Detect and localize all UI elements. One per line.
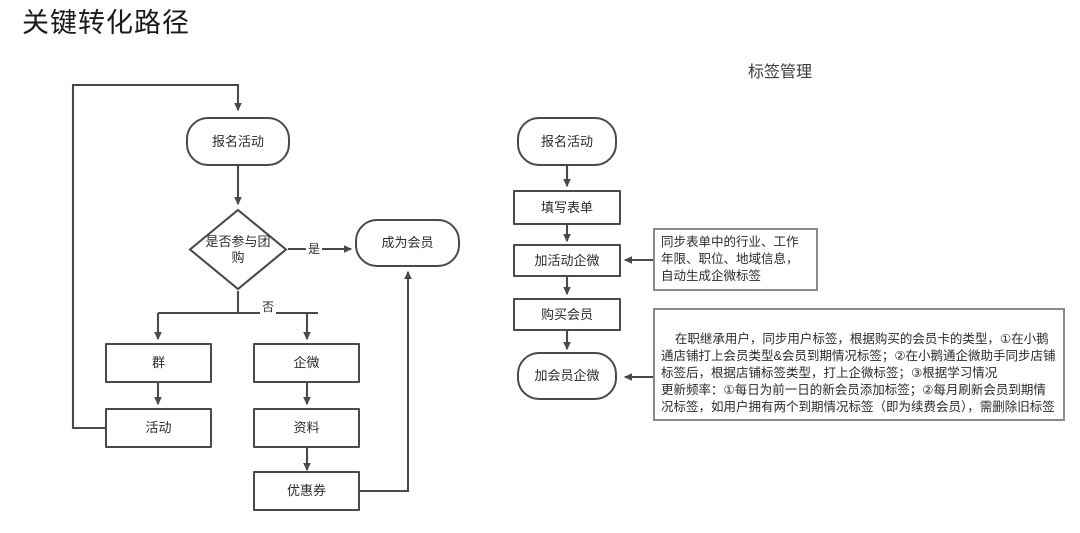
node-label: 填写表单 xyxy=(540,199,593,215)
diamond-shape xyxy=(188,208,288,291)
node-right-buy-membership[interactable]: 购买会员 xyxy=(513,298,621,331)
note-form-tags: 同步表单中的行业、工作年限、职位、地域信息，自动生成企微标签 xyxy=(653,228,818,291)
node-label: 群 xyxy=(151,355,165,370)
node-left-qiwei[interactable]: 企微 xyxy=(253,343,360,383)
note-text: 在职继承用户，同步用户标签，根据购买的会员卡的类型，①在小鹅通店铺打上会员类型&… xyxy=(661,332,1056,414)
edge-coupon-to-member xyxy=(360,270,412,493)
node-label: 活动 xyxy=(145,420,172,435)
node-label: 报名活动 xyxy=(540,133,593,149)
node-label: 优惠券 xyxy=(286,483,326,498)
node-left-group[interactable]: 群 xyxy=(105,343,212,383)
note-member-tags: 在职继承用户，同步用户标签，根据购买的会员卡的类型，①在小鹅通店铺打上会员类型&… xyxy=(653,308,1065,421)
note-text: 同步表单中的行业、工作年限、职位、地域信息，自动生成企微标签 xyxy=(661,235,799,283)
node-left-decision[interactable]: 是否参与团购 xyxy=(188,208,288,291)
node-left-material[interactable]: 资料 xyxy=(253,408,360,448)
node-label: 购买会员 xyxy=(540,306,593,322)
node-label: 是否参与团购 xyxy=(205,233,271,265)
edge-label-yes: 是 xyxy=(306,242,323,256)
node-right-add-member-qiwei[interactable]: 加会员企微 xyxy=(517,352,617,400)
edge-label-no: 否 xyxy=(260,300,277,314)
node-label: 加会员企微 xyxy=(534,368,600,383)
node-label: 成为会员 xyxy=(381,235,434,250)
node-label: 加活动企微 xyxy=(534,252,600,268)
page-title: 关键转化路径 xyxy=(22,8,190,38)
node-label: 企微 xyxy=(293,355,320,370)
node-left-become-member[interactable]: 成为会员 xyxy=(355,219,460,267)
node-left-activity[interactable]: 活动 xyxy=(105,408,212,448)
node-right-add-activity-qiwei[interactable]: 加活动企微 xyxy=(513,244,621,277)
node-right-fill-form[interactable]: 填写表单 xyxy=(513,190,621,225)
node-label: 报名活动 xyxy=(211,133,264,149)
node-right-signup[interactable]: 报名活动 xyxy=(517,117,617,166)
node-label: 资料 xyxy=(293,420,320,435)
section-title-tag-management: 标签管理 xyxy=(748,64,813,81)
node-left-coupon[interactable]: 优惠券 xyxy=(253,471,360,511)
node-left-signup[interactable]: 报名活动 xyxy=(186,117,290,166)
